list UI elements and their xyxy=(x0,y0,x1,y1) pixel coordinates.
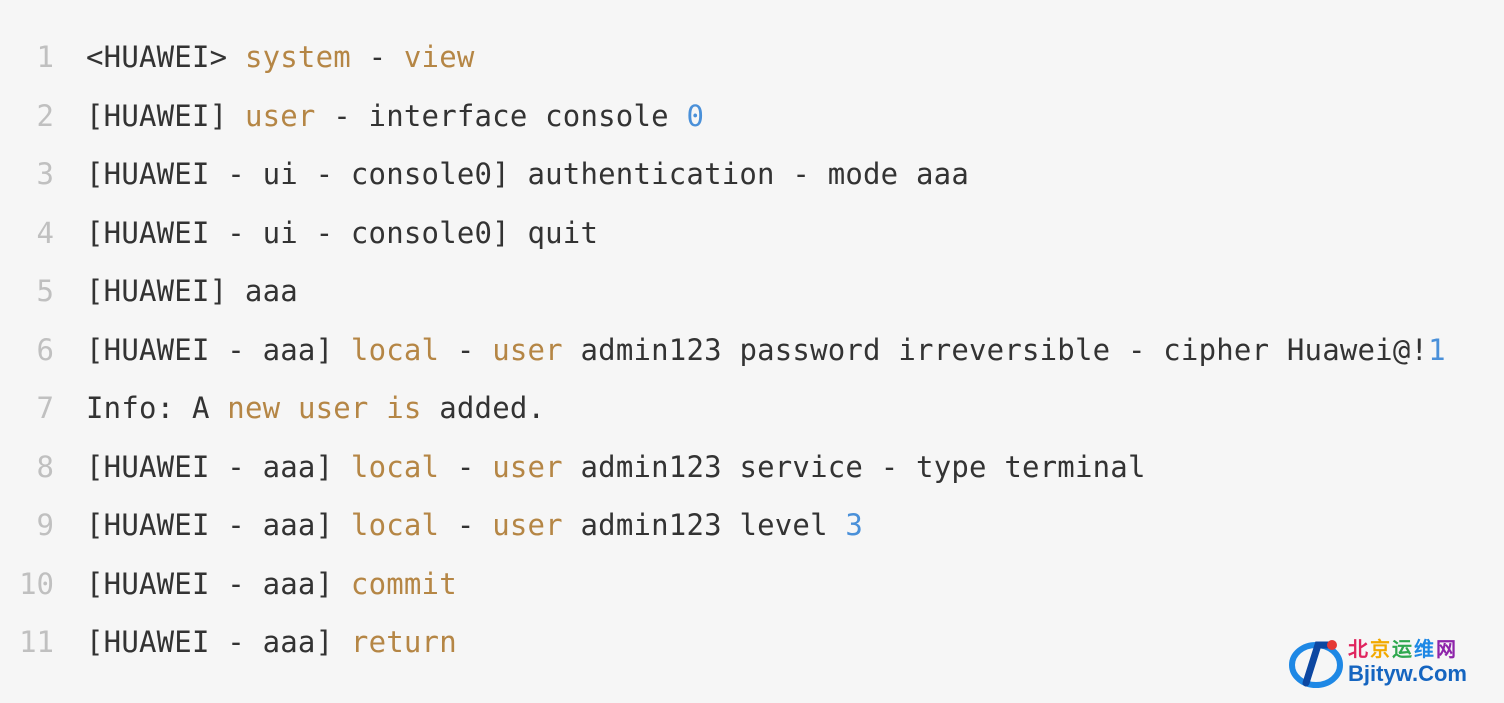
number-token: 3 xyxy=(845,508,864,542)
watermark-site-text: Bjityw.Com xyxy=(1348,661,1467,686)
watermark-char: 北 xyxy=(1348,637,1370,661)
line-number: 1 xyxy=(36,40,54,74)
keyword-token: user xyxy=(492,332,563,367)
code-text: Info: A new user is added. xyxy=(86,379,545,437)
watermark-cn-text: 北京运维网 xyxy=(1348,633,1458,662)
code-text: [HUAWEI - ui - console0] authentication … xyxy=(86,145,969,203)
text-token: [HUAWEI - aaa] xyxy=(86,566,351,601)
line-number: 7 xyxy=(36,391,54,425)
keyword-token: user xyxy=(244,98,316,133)
line-number: 3 xyxy=(36,157,54,191)
text-token: Info: A xyxy=(86,391,228,425)
code-line: 5 [HUAWEI] aaa xyxy=(0,262,1504,320)
code-text: [HUAWEI] aaa xyxy=(86,262,298,320)
text-token: [HUAWEI - aaa] xyxy=(86,508,351,542)
watermark-char: 京 xyxy=(1370,637,1392,661)
watermark-char: 运 xyxy=(1392,637,1414,661)
text-token: [HUAWEI] aaa xyxy=(86,274,298,308)
keyword-token: local xyxy=(350,508,440,542)
number-token: 0 xyxy=(686,98,705,133)
code-line: 6 [HUAWEI - aaa] local - user admin123 pa… xyxy=(0,321,1504,379)
text-token: admin123 level xyxy=(562,508,846,542)
text-token: admin123 service - type terminal xyxy=(562,449,1146,484)
text-token: [HUAWEI] xyxy=(86,98,245,133)
keyword-token: local xyxy=(350,449,440,484)
site-watermark: 北京运维网 Bjityw.Com xyxy=(1288,633,1498,693)
line-number: 4 xyxy=(36,215,54,250)
text-token: [HUAWEI - ui - console0] authentication … xyxy=(86,157,969,191)
keyword-token: commit xyxy=(350,566,457,601)
code-line: 11 [HUAWEI - aaa] return xyxy=(0,613,1504,671)
text-token xyxy=(280,391,298,425)
code-line: 7 Info: A new user is added. xyxy=(0,379,1504,437)
text-token: admin123 password irreversible - cipher … xyxy=(562,332,1429,367)
code-line: 8 [HUAWEI - aaa] local - user admin123 se… xyxy=(0,438,1504,496)
code-text: <HUAWEI> system - view xyxy=(86,28,475,86)
keyword-token: view xyxy=(403,40,475,74)
code-line: 2 [HUAWEI] user - interface console 0 xyxy=(0,87,1504,145)
text-token: - interface console xyxy=(315,98,687,133)
keyword-token: user xyxy=(297,391,369,425)
line-number: 9 xyxy=(36,508,54,542)
text-token: - xyxy=(350,40,404,74)
text-token: - xyxy=(439,508,493,542)
code-line: 10 [HUAWEI - aaa] commit xyxy=(0,555,1504,613)
code-text: [HUAWEI] user - interface console 0 xyxy=(86,87,704,145)
keyword-token: system xyxy=(244,40,351,74)
number-token: 1 xyxy=(1428,332,1446,367)
keyword-token: is xyxy=(386,391,422,425)
code-line: 4 [HUAWEI - ui - console0] quit xyxy=(0,204,1504,262)
bjityw-logo-icon xyxy=(1288,633,1348,693)
line-number: 6 xyxy=(36,332,54,367)
keyword-token: local xyxy=(350,332,440,367)
line-number: 2 xyxy=(36,98,54,133)
text-token: [HUAWEI - aaa] xyxy=(86,625,351,659)
keyword-token: user xyxy=(492,508,563,542)
text-token: <HUAWEI> xyxy=(86,40,245,74)
line-number: 5 xyxy=(36,274,54,308)
watermark-char: 网 xyxy=(1436,637,1458,661)
line-number: 8 xyxy=(36,449,54,484)
code-line: 9 [HUAWEI - aaa] local - user admin123 le… xyxy=(0,496,1504,554)
keyword-token: user xyxy=(492,449,563,484)
text-token: - xyxy=(439,449,493,484)
line-number: 11 xyxy=(19,625,54,659)
keyword-token: new xyxy=(227,391,281,425)
line-number: 10 xyxy=(19,566,54,601)
code-text: [HUAWEI - aaa] local - user admin123 pas… xyxy=(86,321,1446,379)
code-text: [HUAWEI - aaa] local - user admin123 ser… xyxy=(86,438,1146,496)
text-token: added. xyxy=(421,391,546,425)
text-token xyxy=(369,391,387,425)
text-token: - xyxy=(439,332,493,367)
watermark-char: 维 xyxy=(1414,637,1436,661)
text-token: [HUAWEI - ui - console0] quit xyxy=(86,215,599,250)
keyword-token: return xyxy=(350,625,457,659)
text-token: [HUAWEI - aaa] xyxy=(86,332,351,367)
code-text: [HUAWEI - aaa] return xyxy=(86,613,457,671)
code-line: 3 [HUAWEI - ui - console0] authentication… xyxy=(0,145,1504,203)
code-text: [HUAWEI - aaa] commit xyxy=(86,555,457,613)
text-token: [HUAWEI - aaa] xyxy=(86,449,351,484)
code-line: 1 <HUAWEI> system - view xyxy=(0,28,1504,86)
code-text: [HUAWEI - ui - console0] quit xyxy=(86,204,598,262)
code-text: [HUAWEI - aaa] local - user admin123 lev… xyxy=(86,496,863,554)
